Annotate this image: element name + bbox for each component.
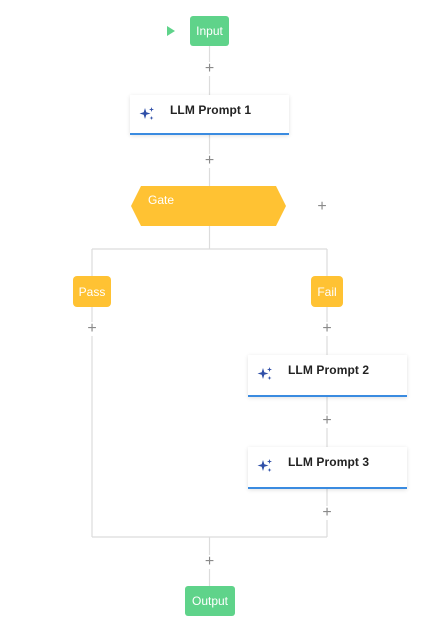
add-step-button[interactable]: +: [85, 321, 99, 337]
llm-prompt-2-node[interactable]: LLM Prompt 2: [248, 355, 407, 397]
llm-prompt-3-label: LLM Prompt 3: [288, 455, 370, 469]
add-step-button[interactable]: +: [202, 153, 217, 169]
gate-node-label: Gate: [148, 193, 175, 207]
add-step-button[interactable]: +: [320, 505, 334, 521]
pass-branch-node[interactable]: Pass: [73, 276, 111, 307]
add-gate-condition-button[interactable]: +: [315, 199, 329, 215]
llm-prompt-1-node[interactable]: LLM Prompt 1: [130, 95, 289, 135]
llm-prompt-2-label: LLM Prompt 2: [288, 363, 370, 377]
gate-shape: [131, 186, 286, 226]
sparkle-icon: [139, 107, 154, 120]
gate-node[interactable]: Gate: [131, 186, 286, 226]
sparkle-icon: [257, 367, 272, 380]
sparkle-icon: [257, 459, 272, 472]
fail-branch-node[interactable]: Fail: [311, 276, 343, 307]
add-step-button[interactable]: +: [202, 554, 217, 570]
add-step-button[interactable]: +: [320, 413, 334, 429]
output-node[interactable]: Output: [185, 586, 235, 616]
llm-prompt-1-label: LLM Prompt 1: [170, 103, 252, 117]
fail-branch-label: Fail: [317, 284, 337, 299]
input-node[interactable]: Input: [190, 16, 229, 46]
input-node-label: Input: [196, 24, 223, 38]
add-step-button[interactable]: +: [202, 61, 217, 77]
pass-branch-label: Pass: [78, 284, 106, 299]
llm-prompt-3-node[interactable]: LLM Prompt 3: [248, 447, 407, 489]
play-icon[interactable]: [167, 26, 175, 36]
output-node-label: Output: [191, 594, 229, 608]
add-step-button[interactable]: +: [320, 321, 334, 337]
